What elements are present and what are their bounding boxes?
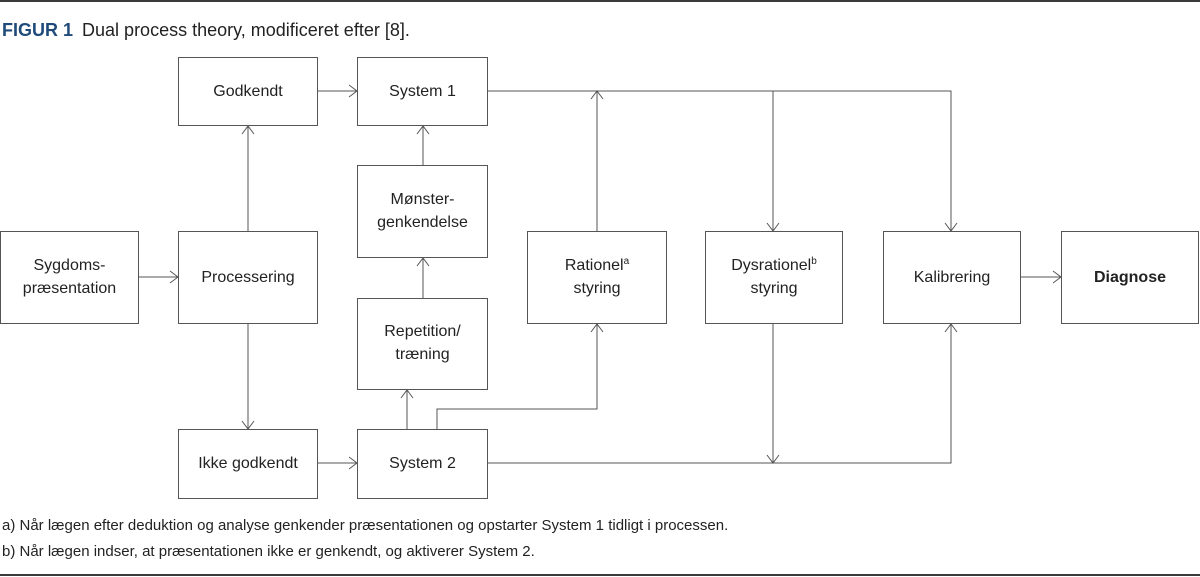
node-sygdoms: Sygdoms- præsentation xyxy=(0,231,139,324)
node-dysrationel-title: Dysrationel xyxy=(731,257,811,274)
node-rationel-line2: styring xyxy=(573,280,620,297)
caption-label: FIGUR 1 xyxy=(2,20,74,40)
node-repetition-line2: træning xyxy=(395,346,449,363)
node-ikke-godkendt: Ikke godkendt xyxy=(178,429,318,499)
node-system2-label: System 2 xyxy=(389,455,456,472)
node-monster-line1: Mønster- xyxy=(391,191,455,208)
node-processering: Processering xyxy=(178,231,318,324)
node-system1-label: System 1 xyxy=(389,83,456,100)
node-kalibrering: Kalibrering xyxy=(883,231,1021,324)
figure-caption: FIGUR 1 Dual process theory, modificeret… xyxy=(2,20,410,41)
caption-text: Dual process theory, modificeret efter [… xyxy=(82,20,410,40)
node-rationel-title: Rationel xyxy=(565,257,624,274)
top-rule xyxy=(0,0,1200,2)
node-godkendt-label: Godkendt xyxy=(213,83,283,100)
edge-system2-kalibrering xyxy=(488,324,952,464)
node-repetition: Repetition/ træning xyxy=(357,298,488,390)
node-rationel-line1: Rationela xyxy=(565,256,630,274)
node-diagnose: Diagnose xyxy=(1061,231,1199,324)
edge-system1-main xyxy=(488,90,952,231)
node-repetition-line1: Repetition/ xyxy=(384,323,461,340)
node-system2: System 2 xyxy=(357,429,488,499)
edge-system2-rationel xyxy=(436,324,598,429)
node-rationel: Rationela styring xyxy=(527,231,667,324)
node-sygdoms-line1: Sygdoms- xyxy=(33,257,105,274)
node-godkendt: Godkendt xyxy=(178,57,318,126)
node-dysrationel-line2: styring xyxy=(750,280,797,297)
node-dysrationel-sup: b xyxy=(811,256,817,267)
node-monster-line2: genkendelse xyxy=(377,214,468,231)
footnote-a: a) Når lægen efter deduktion og analyse … xyxy=(2,517,729,534)
edges xyxy=(139,84,1062,470)
node-system1: System 1 xyxy=(357,57,488,126)
node-processering-label: Processering xyxy=(201,269,294,286)
node-dysrationel: Dysrationelb styring xyxy=(705,231,843,324)
footnote-b: b) Når lægen indser, at præsentationen i… xyxy=(2,543,535,560)
node-ikke-godkendt-label: Ikke godkendt xyxy=(198,455,298,472)
node-dysrationel-line1: Dysrationelb xyxy=(731,256,817,274)
node-rationel-sup: a xyxy=(624,256,630,267)
node-diagnose-label: Diagnose xyxy=(1094,269,1166,286)
node-monster: Mønster- genkendelse xyxy=(357,165,488,258)
bottom-rule xyxy=(0,574,1200,576)
node-kalibrering-label: Kalibrering xyxy=(914,269,990,286)
node-sygdoms-line2: præsentation xyxy=(23,280,116,297)
